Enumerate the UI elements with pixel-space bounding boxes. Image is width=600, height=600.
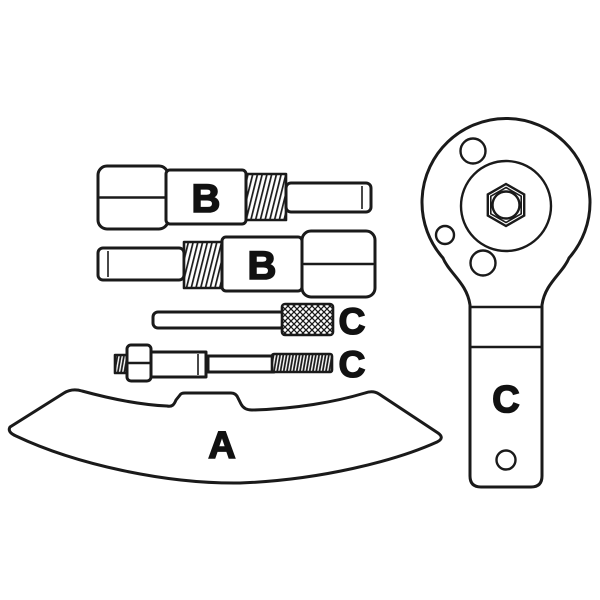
part-b-top: B <box>96 164 373 231</box>
wrench-outline <box>420 117 592 489</box>
guide-plate-outline <box>7 388 443 485</box>
part-label-a: A <box>208 425 235 467</box>
bolt-shank <box>206 354 276 374</box>
part-label-c-bolt: C <box>339 344 366 385</box>
bolt-threaded-end <box>270 352 334 374</box>
part-a-plate: A <box>7 388 443 485</box>
hex-socket-inner <box>489 186 523 224</box>
adapter-body <box>164 168 248 226</box>
part-c-wrench: C <box>420 117 592 489</box>
pin-shaft <box>96 246 186 282</box>
hex-socket-outer <box>486 182 526 228</box>
center-boss-circle <box>459 159 553 253</box>
part-label-b-top: B <box>192 177 221 221</box>
bolt-collar <box>149 350 208 379</box>
part-label-b-bottom: B <box>248 244 277 288</box>
pin-shaft <box>151 310 287 330</box>
handle-hole <box>495 449 517 471</box>
threaded-section <box>182 240 226 290</box>
part-c-pin: C <box>151 300 366 343</box>
pin-hole-top <box>459 137 487 165</box>
threaded-section <box>244 172 288 222</box>
center-hole <box>491 190 521 220</box>
part-b-bottom: B <box>96 229 377 299</box>
pin-shaft <box>284 181 373 214</box>
part-label-c-wrench: C <box>492 379 519 421</box>
part-label-c-pin: C <box>339 301 366 342</box>
pin-hole-bottom <box>469 249 497 277</box>
knurled-head <box>280 302 335 337</box>
pin-hole-left <box>434 224 456 246</box>
part-c-bolt: C <box>113 343 366 386</box>
